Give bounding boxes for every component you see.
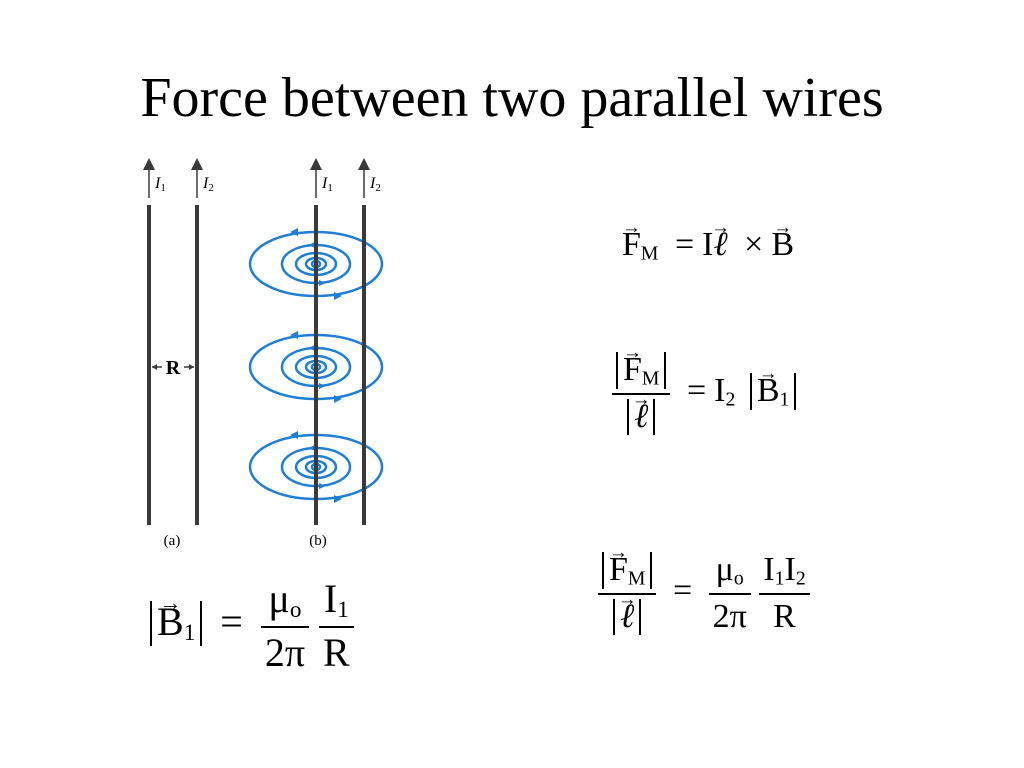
fraction-force-per-length: FM ℓ (612, 352, 671, 435)
current-I: I (714, 372, 726, 410)
current-I2: I (784, 551, 796, 588)
current-I: I (323, 576, 338, 621)
parallel-wires-figure: I1 I2 R (a) (143, 158, 384, 549)
panel-a: I1 I2 R (a) (143, 158, 214, 549)
two-pi: 2π (264, 630, 306, 676)
fraction-mu-over-2pi: μo 2π (708, 551, 751, 636)
equation-magnetic-force: FM =Iℓ ×B (622, 226, 794, 265)
subscript-1: 1 (774, 567, 785, 590)
equals-sign: = (220, 599, 243, 645)
vector-ell: ℓ (620, 599, 634, 635)
subscript-M: M (641, 367, 660, 390)
vector-F: F (609, 552, 628, 588)
vector-F: F (623, 352, 642, 388)
subscript-o: o (289, 597, 302, 624)
subscript-M: M (627, 567, 646, 590)
fraction-bar (260, 626, 310, 629)
subscript-1: 1 (183, 620, 196, 647)
cross-product-sign: × (744, 226, 764, 263)
vector-ell: ℓ (634, 399, 648, 435)
page-title: Force between two parallel wires (140, 67, 884, 129)
equals-sign: = (672, 572, 693, 610)
fraction-mu-over-2pi: μo 2π (260, 576, 310, 676)
equation-field-magnitude: B1 = μo 2π I1 R (150, 578, 354, 674)
current-label-1-b: I1 (321, 175, 333, 194)
subscript-2: 2 (725, 388, 736, 411)
subscript-1: 1 (337, 597, 349, 624)
distance-R: R (773, 598, 796, 636)
equals-sign: = (686, 372, 707, 410)
fraction-bar (759, 593, 810, 596)
equals-sign: = (674, 226, 695, 263)
current-I1: I (763, 551, 775, 588)
current-label-2-a: I2 (202, 175, 214, 194)
subscript-1: 1 (779, 388, 790, 411)
panel-b-label: (b) (309, 533, 327, 549)
vector-B: B (771, 226, 794, 264)
equation-force-between-wires: FM ℓ = μo 2π I1I2 R (598, 552, 810, 635)
distance-R: R (323, 630, 350, 676)
panel-a-label: (a) (164, 533, 181, 549)
field-direction-arrows (290, 228, 342, 503)
current-I: I (702, 226, 714, 263)
panel-b: I1 I2 (b) (248, 158, 384, 549)
subscript-2: 2 (795, 567, 806, 590)
vector-B: B (157, 601, 184, 643)
current-label-2-b: I2 (369, 175, 381, 194)
vector-B: B (757, 373, 780, 409)
vector-F: F (622, 226, 641, 264)
mu-symbol: μ (268, 576, 290, 621)
current-label-1-a: I1 (154, 175, 166, 194)
two-pi: 2π (712, 598, 747, 636)
fraction-force-per-length: FM ℓ (598, 552, 657, 635)
subscript-M: M (640, 242, 659, 265)
separation-label: R (166, 357, 181, 379)
equation-force-per-length: FM ℓ =I2 B1 (612, 352, 797, 435)
fraction-currents-over-R: I1I2 R (759, 551, 810, 636)
subscript-o: o (733, 567, 744, 590)
fraction-bar (708, 593, 751, 596)
vector-ell: ℓ (713, 226, 727, 264)
fraction-current-over-R: I1 R (319, 578, 354, 674)
fraction-bar (319, 626, 354, 629)
mu-symbol: μ (715, 551, 734, 588)
